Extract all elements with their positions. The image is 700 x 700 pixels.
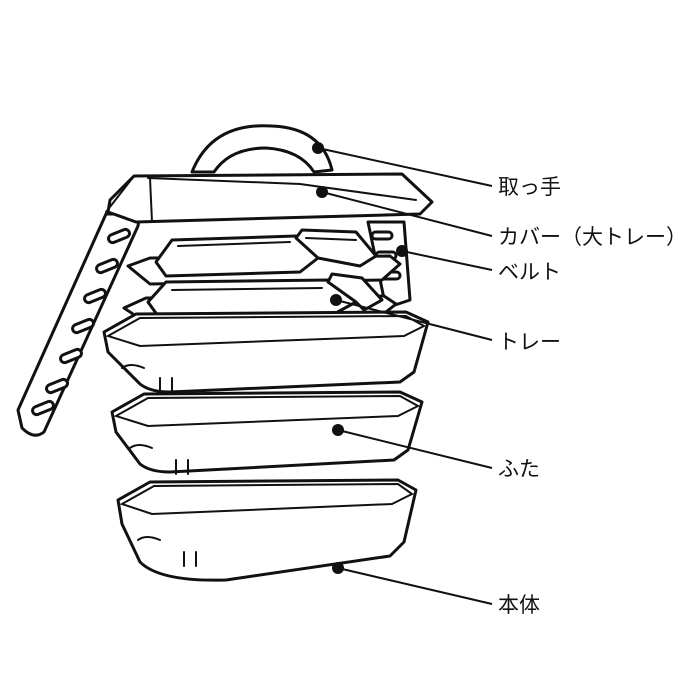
- label-lid: ふた: [498, 457, 540, 481]
- belt-right-strap: [366, 220, 412, 310]
- lid: [110, 390, 424, 475]
- handle: [190, 124, 334, 174]
- label-cover: カバー（大トレー）: [498, 225, 687, 249]
- label-tray: トレー: [498, 330, 561, 354]
- main-body: [116, 478, 418, 582]
- label-body: 本体: [498, 593, 540, 617]
- label-handle: 取っ手: [498, 175, 561, 199]
- leader-lines: [312, 142, 493, 605]
- belt-left-strap: [16, 212, 142, 437]
- label-belt: ベルト: [498, 260, 561, 284]
- belt-holes: [31, 227, 131, 417]
- container-top: [102, 310, 430, 394]
- tray-upper: [126, 228, 402, 286]
- cover-large-tray: [105, 172, 434, 224]
